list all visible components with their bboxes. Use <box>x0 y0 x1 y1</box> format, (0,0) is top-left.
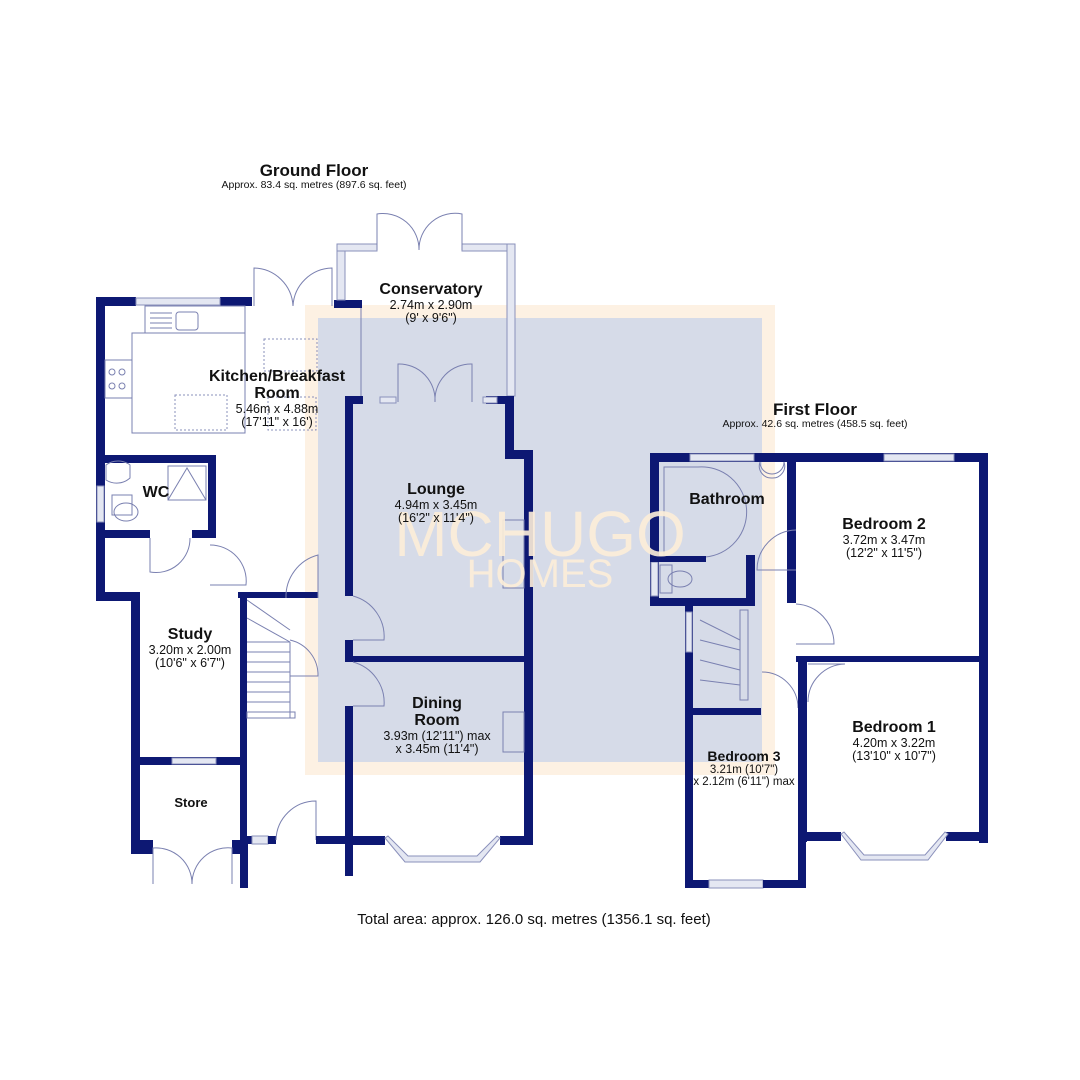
room-name: Bedroom 3 <box>707 748 781 764</box>
first-floor-area: Approx. 42.6 sq. metres (458.5 sq. feet) <box>722 417 908 430</box>
ground-floor-title: Ground Floor <box>259 161 369 180</box>
ground-floor-plan <box>96 212 533 888</box>
room-bedroom-2: Bedroom 2 3.72m x 3.47m (12'2" x 11'5") <box>842 516 926 560</box>
ground-floor-header: Ground Floor Approx. 83.4 sq. metres (89… <box>221 162 406 191</box>
room-dims: 3.72m x 3.47m <box>842 532 926 547</box>
room-dims-imperial: (13'10" x 10'7") <box>852 748 936 763</box>
room-name: Conservatory <box>379 281 483 298</box>
watermark-line1: MCHUGO <box>394 498 686 570</box>
room-dims-imperial: (17'11" x 16') <box>241 414 313 429</box>
room-name-line2: Room <box>254 384 300 402</box>
room-dims: 3.20m x 2.00m <box>148 642 232 657</box>
room-name-line2: Room <box>414 711 460 729</box>
watermark-line2: HOMES <box>466 552 614 596</box>
ground-floor-area: Approx. 83.4 sq. metres (897.6 sq. feet) <box>221 178 407 191</box>
room-dims-imperial: x 3.45m (11'4") <box>395 741 479 756</box>
room-kitchen-breakfast: Kitchen/Breakfast Room 5.46m x 4.88m (17… <box>208 368 346 429</box>
room-name: Study <box>167 626 213 643</box>
room-name: WC <box>142 484 170 501</box>
room-dims-imperial: (9' x 9'6") <box>405 310 457 325</box>
room-dims-imperial: (10'6" x 6'7") <box>155 655 225 670</box>
first-floor-header: First Floor Approx. 42.6 sq. metres (458… <box>722 401 907 430</box>
room-dims-imperial: (12'2" x 11'5") <box>846 545 922 560</box>
room-wc: WC <box>142 484 170 502</box>
room-dims: 5.46m x 4.88m <box>235 401 319 416</box>
room-dims: 4.20m x 3.22m <box>852 735 936 750</box>
room-dims: 4.94m x 3.45m <box>394 497 478 512</box>
room-bedroom-1: Bedroom 1 4.20m x 3.22m (13'10" x 10'7") <box>852 719 936 763</box>
room-name: Kitchen/Breakfast <box>208 368 346 385</box>
room-name: Bedroom 2 <box>842 516 926 533</box>
first-floor-title: First Floor <box>772 400 858 419</box>
first-floor-plan <box>650 453 988 889</box>
room-dims-imperial: x 2.12m (6'11") max <box>693 775 795 788</box>
room-lounge: Lounge 4.94m x 3.45m (16'2" x 11'4") <box>394 481 478 525</box>
room-name: Bathroom <box>689 491 765 508</box>
room-name: Dining <box>412 695 462 712</box>
room-dims: 3.21m (10'7") <box>709 763 779 776</box>
room-name: Bedroom 1 <box>852 719 936 736</box>
room-conservatory: Conservatory 2.74m x 2.90m (9' x 9'6") <box>379 281 483 325</box>
room-dims: 2.74m x 2.90m <box>389 297 473 312</box>
room-dining: Dining Room 3.93m (12'11") max x 3.45m (… <box>383 695 491 756</box>
total-area: Total area: approx. 126.0 sq. metres (13… <box>357 911 711 928</box>
room-dims-imperial: (16'2" x 11'4") <box>398 510 474 525</box>
room-store: Store <box>174 796 207 810</box>
room-bedroom-3: Bedroom 3 3.21m (10'7") x 2.12m (6'11") … <box>693 749 794 788</box>
room-study: Study 3.20m x 2.00m (10'6" x 6'7") <box>148 626 232 670</box>
room-name: Store <box>174 795 208 810</box>
room-name: Lounge <box>407 481 465 498</box>
room-dims: 3.93m (12'11") max <box>383 728 491 743</box>
room-bathroom: Bathroom <box>689 491 765 509</box>
